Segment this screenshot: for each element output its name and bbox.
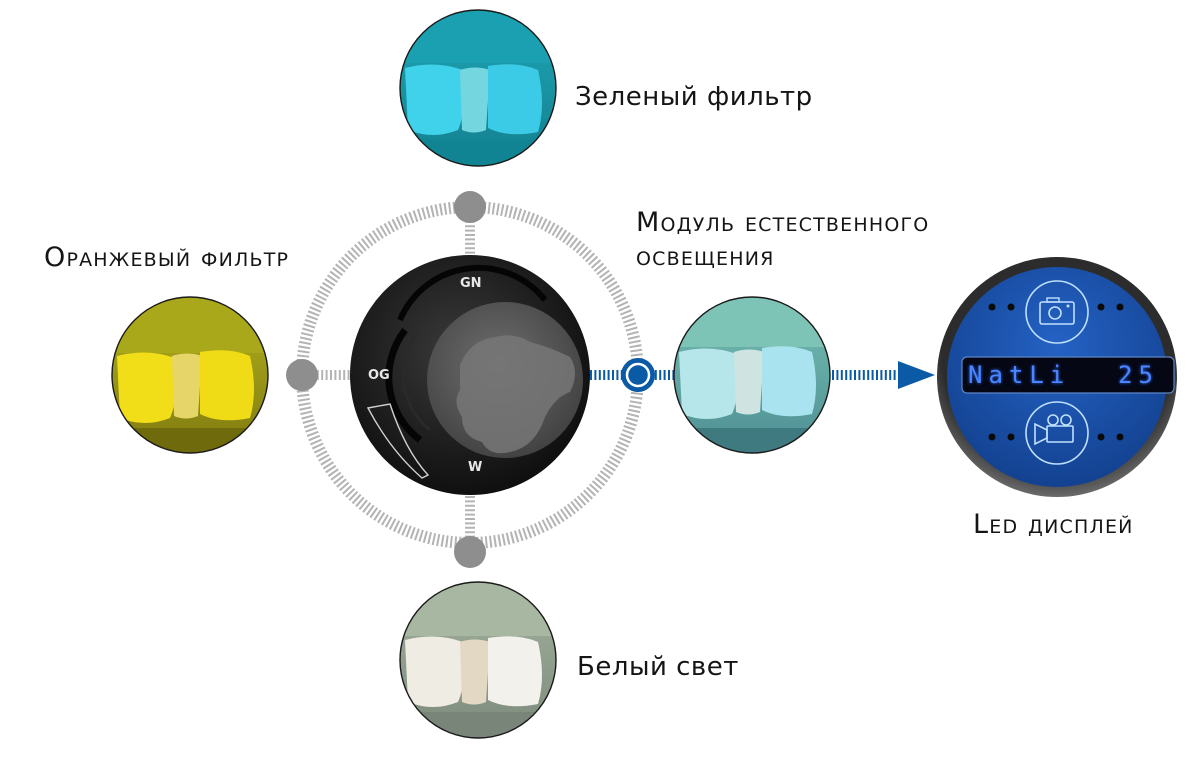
dial-node-green[interactable] — [454, 191, 486, 223]
label-natural-light-module: Модуль естественного освещения — [636, 206, 996, 274]
dial-marking-gn: GN — [460, 276, 482, 291]
video-button[interactable] — [1025, 401, 1089, 465]
label-orange-filter: Оранжевый фильтр — [44, 242, 290, 273]
knob-grip[interactable] — [456, 335, 575, 454]
indicator-dots — [988, 303, 1124, 441]
dial-marking-og: OG — [368, 368, 390, 383]
dial-node-natural-selected[interactable] — [621, 358, 655, 392]
tooth-photo-green-filter — [400, 10, 556, 166]
dial-marking-w: W — [468, 460, 483, 475]
slope-indicator-icon — [366, 403, 430, 479]
label-natural-light-line2: освещения — [636, 241, 775, 272]
dial-node-orange[interactable] — [286, 359, 318, 391]
label-led-display: Led дисплей — [973, 509, 1134, 540]
video-camera-icon — [1034, 414, 1074, 446]
lcd-text-mode: NatLi — [968, 361, 1071, 389]
lcd-text-value: 25 — [1118, 361, 1159, 389]
arrow-to-display — [832, 361, 935, 389]
led-display-device — [937, 257, 1177, 497]
tooth-photo-orange-filter — [112, 297, 268, 453]
dial-node-white[interactable] — [454, 536, 486, 568]
label-natural-light-line1: Модуль естественного — [636, 207, 930, 238]
lcd-screen — [961, 356, 1175, 394]
tooth-photo-white-light — [400, 582, 556, 738]
label-green-filter: Зеленый фильтр — [575, 82, 813, 112]
filter-dial[interactable] — [350, 255, 590, 495]
photo-button[interactable] — [1025, 280, 1089, 344]
label-white-light: Белый свет — [577, 652, 739, 682]
tooth-photo-natural-light — [674, 297, 830, 453]
